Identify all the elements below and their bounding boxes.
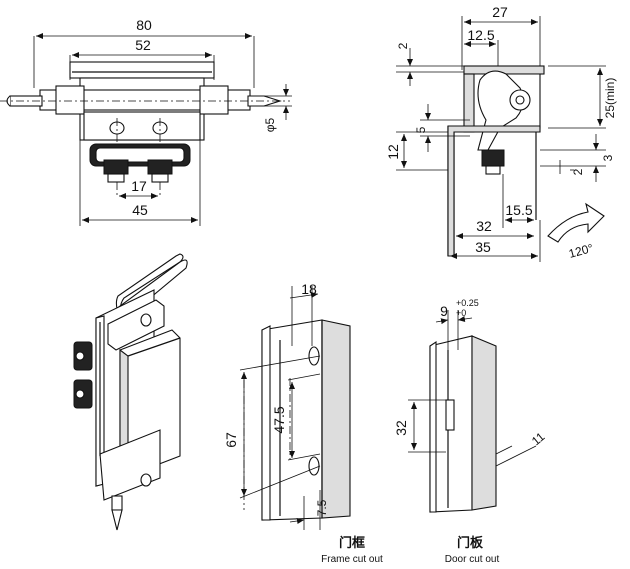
door-cutout-view: 9 +0.25 +0 32 11 门板 Door cut out [393, 298, 548, 565]
dim-80: 80 [136, 17, 152, 33]
hinge-isometric-view [73, 253, 188, 531]
dim-17: 17 [131, 178, 147, 194]
dim-27: 27 [492, 4, 508, 20]
dim-phi5: φ5 [263, 117, 277, 132]
dim-3: 3 [601, 154, 615, 161]
door-caption-en: Door cut out [445, 554, 500, 565]
dim-9-tol-zero: +0 [456, 308, 466, 318]
dim-11: 11 [529, 429, 548, 448]
dim-2-right: 2 [571, 168, 585, 175]
dim-5: 5 [414, 126, 428, 133]
dim-35: 35 [475, 239, 491, 255]
dim-18: 18 [301, 281, 317, 297]
dim-7-5: 7.5 [315, 499, 329, 516]
front-view: 80 52 φ5 17 45 [0, 17, 292, 226]
dim-2-top: 2 [396, 42, 410, 49]
dim-32-door: 32 [393, 420, 409, 436]
dim-9-tol-plus: +0.25 [456, 298, 479, 308]
frame-cutout-view: 18 67 47.5 7.5 门框 Frame cut out [223, 281, 383, 565]
dim-12-5: 12.5 [467, 27, 494, 43]
dim-45: 45 [132, 202, 148, 218]
dim-47-5: 47.5 [271, 406, 287, 433]
frame-caption-cn: 门框 [339, 535, 365, 550]
dim-67: 67 [223, 432, 239, 448]
dim-25-min: 25(min) [603, 78, 617, 119]
dim-15-5: 15.5 [505, 202, 532, 218]
side-view: 27 12.5 2 5 12 25(min) 3 2 15.5 32 35 12… [385, 4, 617, 262]
dim-12: 12 [385, 144, 401, 160]
door-caption-cn: 门板 [457, 535, 484, 550]
dim-9: 9 [440, 303, 448, 319]
rotation-label: 120° [567, 241, 595, 261]
dim-32-side: 32 [476, 218, 492, 234]
dim-52: 52 [135, 37, 151, 53]
frame-caption-en: Frame cut out [321, 554, 383, 565]
